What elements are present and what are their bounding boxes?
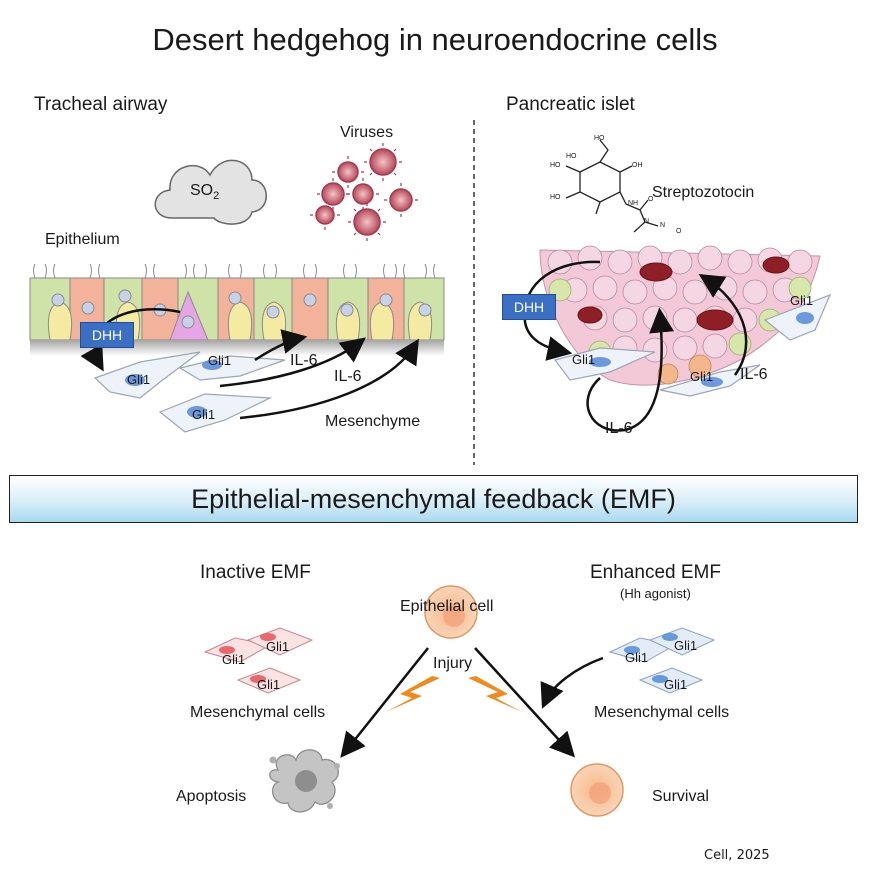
figure-title: Desert hedgehog in neuroendocrine cells [152, 22, 718, 57]
injury-label: Injury [433, 655, 473, 672]
gli1-label-right-c: Gli1 [790, 293, 814, 308]
injury-lightning-icon [386, 676, 522, 712]
gli1-inactive-2: Gli1 [266, 639, 290, 654]
left-signaling-arrows [80, 308, 419, 420]
mol-n-2: N [660, 222, 666, 229]
gli1-label-left-c: Gli1 [192, 407, 216, 422]
virus-icons [315, 148, 413, 236]
dhh-box-left: DHH [80, 322, 134, 348]
gli1-label-left-b: Gli1 [127, 372, 151, 387]
gli1-inactive-3: Gli1 [257, 677, 281, 692]
il6-label-left-a: IL-6 [290, 352, 318, 369]
il6-label-left-b: IL-6 [334, 368, 362, 385]
gli1-enhanced-3: Gli1 [664, 677, 688, 692]
gli1-enhanced-1: Gli1 [625, 650, 649, 665]
mol-n-1: N [644, 218, 650, 225]
mol-oh: OH [632, 162, 643, 169]
survival-label: Survival [652, 788, 709, 805]
gli1-label-right-b: Gli1 [690, 369, 714, 384]
apoptotic-cell-icon [269, 749, 340, 813]
gli1-inactive-1: Gli1 [222, 652, 246, 667]
mesenchymal-fibroblasts-left [93, 351, 286, 433]
tracheal-airway-heading: Tracheal airway [34, 94, 168, 115]
mol-ho-1: HO [566, 153, 577, 160]
gli1-enhanced-2: Gli1 [674, 638, 698, 653]
il6-label-right-b: IL-6 [605, 420, 633, 437]
so2-main: SO [190, 182, 214, 199]
mol-o-1: O [648, 196, 654, 203]
citation: Cell, 2025 [704, 848, 770, 863]
mol-ho-2: HO [550, 162, 561, 169]
mol-nh: NH [628, 200, 639, 207]
gli1-label-left-a: Gli1 [208, 353, 232, 368]
mesenchyme-label: Mesenchyme [325, 413, 421, 430]
enhanced-emf-note: (Hh agonist) [620, 586, 691, 601]
streptozotocin-structure [565, 139, 659, 233]
streptozotocin-label: Streptozotocin [652, 184, 755, 201]
inactive-emf-heading: Inactive EMF [200, 562, 311, 583]
so2-subscript: 2 [213, 190, 220, 203]
injury-outcome-arrows [340, 647, 604, 758]
mol-ho-4: HO [594, 135, 605, 142]
viruses-label: Viruses [340, 124, 394, 141]
enhanced-emf-heading: Enhanced EMF [590, 562, 721, 583]
mesenchymal-cells-left-label: Mesenchymal cells [190, 704, 326, 721]
mol-ho-3: HO [550, 194, 561, 201]
epithelium-label: Epithelium [45, 231, 120, 248]
so2-cloud-icon [154, 159, 267, 225]
apoptosis-label: Apoptosis [176, 788, 247, 805]
so2-label: SO2 [190, 182, 219, 202]
mol-o-2: O [676, 228, 682, 235]
il6-label-right-a: IL-6 [740, 366, 768, 383]
epithelial-cell-label: Epithelial cell [400, 598, 494, 615]
dhh-box-right: DHH [502, 294, 556, 320]
emf-banner: Epithelial-mesenchymal feedback (EMF) [9, 475, 858, 523]
pancreatic-islet-heading: Pancreatic islet [506, 94, 635, 115]
mesenchymal-cells-right-label: Mesenchymal cells [594, 704, 730, 721]
gli1-label-right-a: Gli1 [572, 352, 596, 367]
